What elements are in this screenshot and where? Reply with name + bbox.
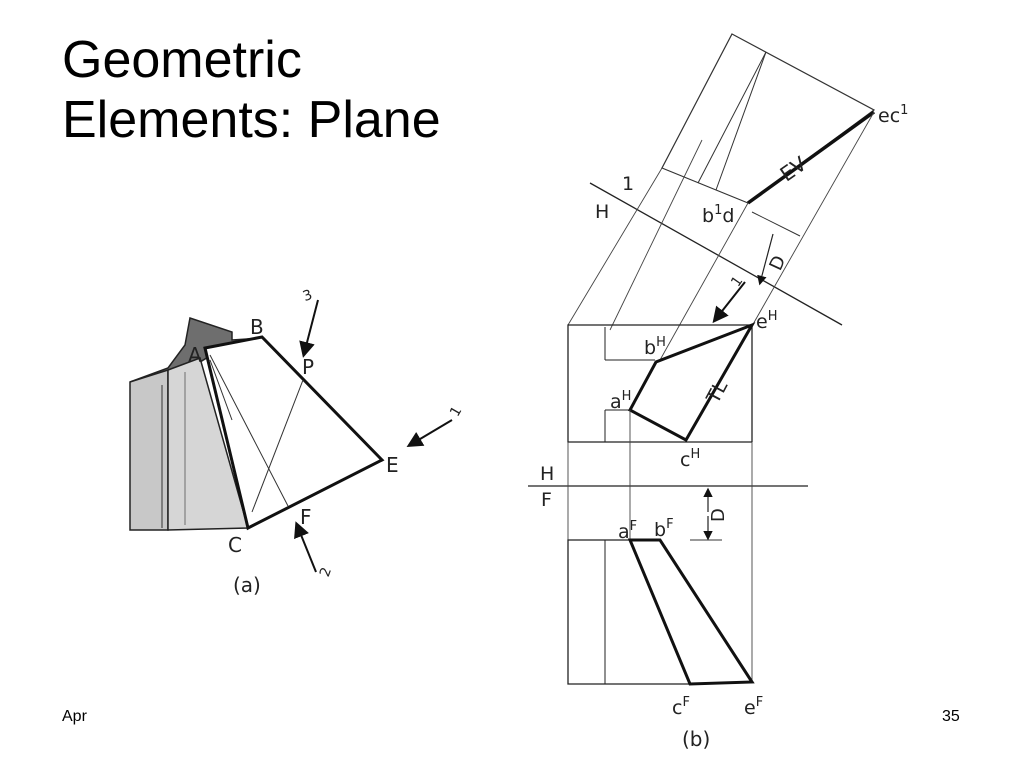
construction-line xyxy=(251,379,304,513)
label-fold-h-upper: H xyxy=(595,201,609,223)
title-line-2: Elements: Plane xyxy=(62,91,441,149)
label-ah: aH xyxy=(610,389,631,413)
label-d-lower: D xyxy=(708,508,729,522)
fold-line-h-1 xyxy=(589,182,843,326)
dim-line-d-upper xyxy=(757,233,774,286)
label-ef: eF xyxy=(744,695,763,719)
label-p: P xyxy=(302,355,314,379)
view-arrow-1 xyxy=(712,281,746,324)
label-e: E xyxy=(386,453,399,477)
plane-front-view xyxy=(627,538,755,686)
projector-line xyxy=(659,202,749,361)
projector-line xyxy=(567,167,663,326)
label-fold-f: F xyxy=(541,489,552,511)
label-fold-h: H xyxy=(540,463,554,485)
footer-date: Apr xyxy=(62,708,87,725)
label-af: aF xyxy=(618,519,637,543)
label-bf: bF xyxy=(654,517,674,541)
label-bh: bH xyxy=(644,335,666,359)
arrow-1-label: 1 xyxy=(447,404,465,420)
arrow-1 xyxy=(406,419,453,448)
front-view-box xyxy=(567,539,690,685)
arrow-3 xyxy=(299,299,319,358)
label-cf: cF xyxy=(672,695,690,719)
label-b: B xyxy=(250,315,264,339)
arrow-2 xyxy=(294,521,317,573)
label-f: F xyxy=(300,505,312,529)
edge-view-line xyxy=(746,110,876,205)
figure-b-orthographic: ec1 EV b1d H 1 D 1 eH bH aH TL cH H xyxy=(528,33,908,751)
label-eh: eH xyxy=(756,309,777,333)
label-ch: cH xyxy=(680,447,700,471)
caption-a: (a) xyxy=(233,573,261,597)
plane-abec xyxy=(203,335,385,531)
arrow-2-label: 2 xyxy=(317,565,335,579)
arrow-3-label: 3 xyxy=(301,287,315,305)
label-d-upper: D xyxy=(766,252,791,273)
label-c: C xyxy=(228,533,242,557)
aux-hidden-line xyxy=(715,51,767,191)
dim-ext-upper xyxy=(751,211,801,237)
construction-line xyxy=(209,359,233,421)
aux-view-box xyxy=(661,33,876,204)
figure-a-pictorial: 3 1 2 A B P E F C (a) xyxy=(129,287,465,597)
label-fold-1: 1 xyxy=(622,173,634,195)
caption-b: (b) xyxy=(682,727,710,751)
aux-hidden-line xyxy=(697,51,767,184)
projector-line xyxy=(609,139,703,331)
projector-line xyxy=(751,111,875,327)
label-arrow-1: 1 xyxy=(728,273,746,289)
label-ec1: ec1 xyxy=(878,103,908,127)
page-number: 35 xyxy=(942,708,960,725)
label-a: A xyxy=(188,343,202,367)
title-line-1: Geometric xyxy=(62,31,302,89)
construction-line xyxy=(209,354,289,507)
top-view-box xyxy=(567,324,610,443)
label-bd1: b1d xyxy=(702,203,734,227)
slide-title: Geometric Elements: Plane xyxy=(62,30,441,150)
